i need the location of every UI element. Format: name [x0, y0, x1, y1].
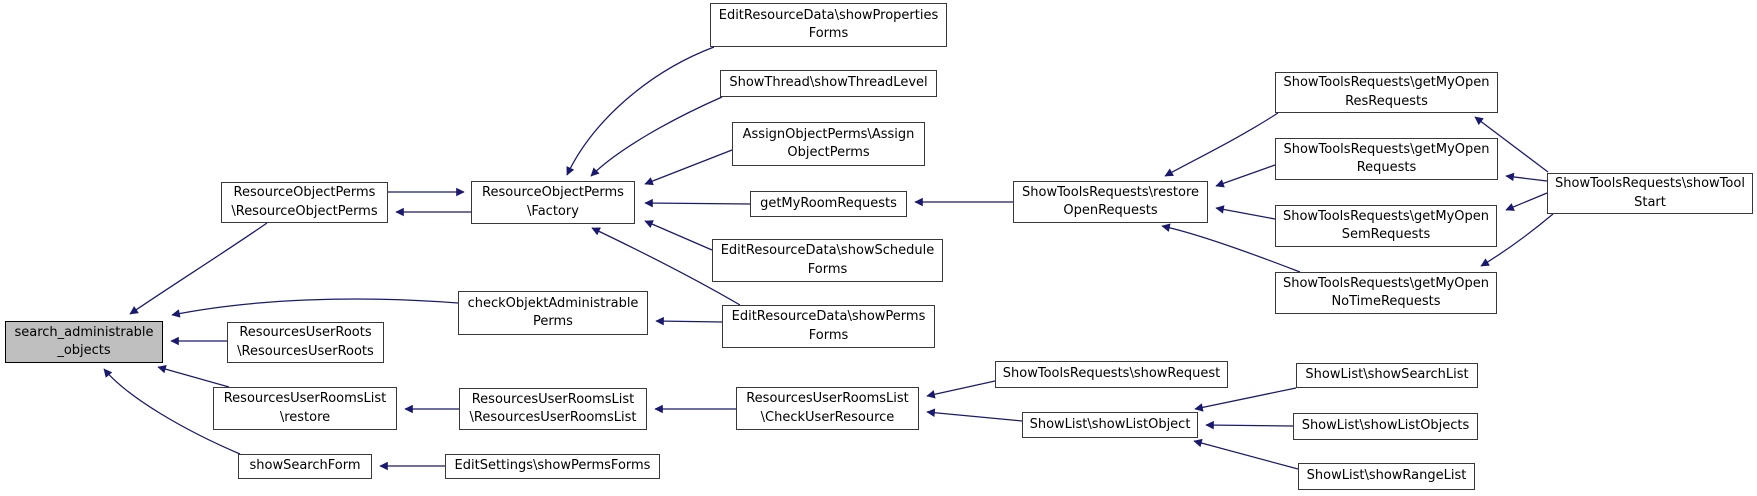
edge-searchlist-to-listobject — [1194, 387, 1297, 412]
edge-toolstart-to-sem-req — [1505, 192, 1548, 211]
node-showtoolsrequests-restoreopenrequests[interactable]: ShowToolsRequests\restore OpenRequests — [1013, 181, 1208, 223]
edge-props-to-factory — [566, 46, 715, 176]
node-showlist-showsearchlist[interactable]: ShowList\showSearchList — [1296, 363, 1478, 388]
node-resourcesuserroots-resourcesuserroots[interactable]: ResourcesUserRoots \ResourcesUserRoots — [227, 322, 384, 363]
node-editresourcedata-showpermsforms[interactable]: EditResourceData\showPerms Forms — [722, 305, 935, 348]
node-resourceobjectperms-resourceobjectperms[interactable]: ResourceObjectPerms \ResourceObjectPerms — [221, 182, 388, 223]
node-showtoolsrequests-showrequest[interactable]: ShowToolsRequests\showRequest — [995, 361, 1228, 388]
node-showthread-showthreadlevel[interactable]: ShowThread\showThreadLevel — [720, 70, 937, 97]
node-resourcesuserroomslist-restore[interactable]: ResourcesUserRoomsList \restore — [213, 387, 397, 430]
node-showlist-showlistobject[interactable]: ShowList\showListObject — [1022, 412, 1198, 438]
node-search-administrable-objects: search_administrable _objects — [5, 321, 163, 363]
node-showtoolsrequests-getmyopenresrequests[interactable]: ShowToolsRequests\getMyOpen ResRequests — [1275, 72, 1498, 113]
node-showtoolsrequests-showtoolstart[interactable]: ShowToolsRequests\showTool Start — [1547, 173, 1753, 214]
node-editresourcedata-showpropertiesforms[interactable]: EditResourceData\showProperties Forms — [710, 3, 947, 47]
node-editsettings-showpermsforms[interactable]: EditSettings\showPermsForms — [445, 454, 660, 479]
node-resourceobjectperms-factory[interactable]: ResourceObjectPerms \Factory — [471, 181, 635, 224]
edge-assign-to-factory — [644, 149, 733, 186]
node-showsearchform[interactable]: showSearchForm — [238, 454, 372, 479]
edge-perms-to-check — [655, 316, 723, 326]
edge-rangelist-to-listobject — [1193, 438, 1299, 470]
edge-rooms-restore-to-search — [157, 365, 230, 388]
node-showlist-showrangelist[interactable]: ShowList\showRangeList — [1298, 463, 1475, 490]
node-showtoolsrequests-getmyopensemrequests[interactable]: ShowToolsRequests\getMyOpen SemRequests — [1275, 205, 1497, 247]
node-resourcesuserroomslist-resourcesuserroomslist[interactable]: ResourcesUserRoomsList \ResourcesUserRoo… — [459, 388, 647, 430]
node-showlist-showlistobjects[interactable]: ShowList\showListObjects — [1293, 413, 1478, 440]
edge-res-req-to-restore-open — [1164, 112, 1279, 177]
edge-sem-req-to-restore-open — [1215, 205, 1276, 220]
edge-roomreq-to-factory — [644, 198, 751, 208]
node-assignobjectperms-assignobjectperms[interactable]: AssignObjectPerms\Assign ObjectPerms — [732, 122, 925, 166]
node-getmyroomrequests[interactable]: getMyRoomRequests — [750, 191, 907, 217]
node-checkobjektadministrableperms[interactable]: checkObjektAdministrable Perms — [458, 291, 648, 335]
node-resourcesuserroomslist-checkuserresource[interactable]: ResourcesUserRoomsList \CheckUserResourc… — [736, 387, 919, 430]
edge-listobject-to-checkuser — [926, 408, 1023, 422]
edge-open-req-to-restore-open — [1215, 164, 1276, 188]
edge-sched-to-factory — [644, 220, 713, 251]
node-showtoolsrequests-getmyopennotimerequests[interactable]: ShowToolsRequests\getMyOpen NoTimeReques… — [1275, 272, 1497, 314]
node-editresourcedata-showscheduleforms[interactable]: EditResourceData\showSchedule Forms — [712, 239, 943, 282]
node-showtoolsrequests-getmyopenrequests[interactable]: ShowToolsRequests\getMyOpen Requests — [1275, 138, 1498, 180]
edge-toolstart-to-open-req — [1505, 172, 1548, 182]
edge-listobjects-to-listobject — [1205, 420, 1294, 430]
edge-check-to-search — [171, 298, 459, 318]
edge-showrequest-to-checkuser — [926, 380, 996, 399]
edge-thread-to-factory — [590, 96, 723, 177]
edge-rop-to-search — [129, 222, 268, 315]
